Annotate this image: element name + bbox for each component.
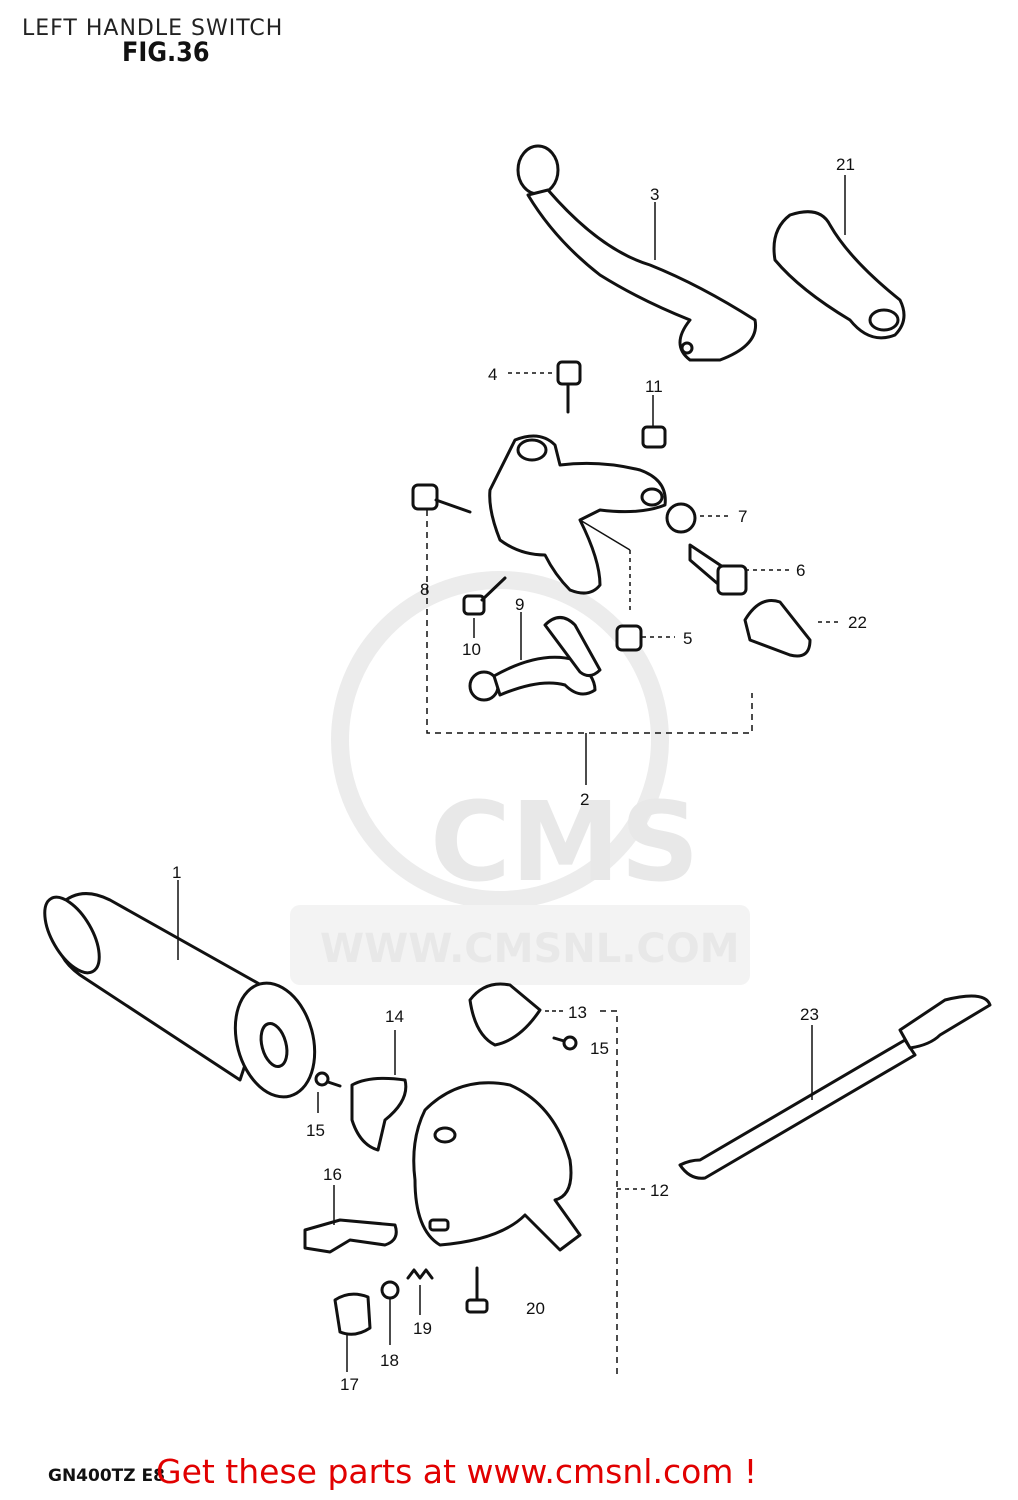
washer-7	[665, 502, 697, 534]
button-17	[333, 1292, 372, 1336]
callout-8: 8	[420, 580, 429, 599]
switch-housing	[412, 1081, 582, 1252]
callout-7: 7	[738, 507, 747, 526]
callout-23: 23	[800, 1005, 819, 1024]
callout-16: 16	[323, 1165, 342, 1184]
switch-knob-14	[350, 1076, 408, 1152]
clutch-lever	[516, 144, 758, 362]
hand-grip	[43, 892, 317, 1099]
callout-21: 21	[836, 155, 855, 174]
cable-tie	[678, 994, 992, 1180]
callout-15-right: 15	[590, 1039, 609, 1058]
callout-2: 2	[580, 790, 589, 809]
bolt-8	[411, 483, 472, 514]
callout-5: 5	[683, 629, 692, 648]
switch-knob-13	[468, 982, 542, 1047]
choke-lever	[468, 616, 602, 702]
callout-17: 17	[340, 1375, 359, 1394]
bolt-6	[688, 543, 748, 596]
callout-12: 12	[650, 1181, 669, 1200]
nut-11	[641, 425, 667, 449]
lever-cover	[772, 210, 906, 340]
screw-15-right	[552, 1035, 578, 1051]
callout-6: 6	[796, 561, 805, 580]
screw-20	[465, 1266, 489, 1314]
lever-bracket	[488, 434, 667, 595]
callout-22: 22	[848, 613, 867, 632]
callout-numbers: 3 21 4 11 7 6 22 5 8 9 10 2 1 14 13 15 1…	[172, 155, 867, 1394]
callout-11: 11	[645, 377, 663, 396]
watermark-url: WWW.CMSNL.COM	[320, 926, 740, 972]
model-code: GN400TZ E8	[48, 1466, 165, 1486]
promo-link[interactable]: Get these parts at www.cmsnl.com !	[156, 1452, 758, 1491]
cap-22	[743, 599, 812, 658]
callout-4: 4	[488, 365, 497, 384]
watermark: CMS WWW.CMSNL.COM	[290, 571, 750, 985]
leader-lines	[177, 175, 846, 1375]
spring-19	[406, 1268, 434, 1280]
connector-16	[303, 1218, 398, 1254]
callout-20: 20	[526, 1299, 545, 1318]
page-title: LEFT HANDLE SWITCH	[22, 16, 284, 41]
callout-10: 10	[462, 640, 481, 659]
screw-10	[462, 576, 507, 616]
figure-number: FIG.36	[122, 36, 210, 68]
callout-19: 19	[413, 1319, 432, 1338]
callout-13: 13	[568, 1003, 587, 1022]
callout-18: 18	[380, 1351, 399, 1370]
ball-18	[380, 1280, 400, 1300]
pivot-bolt	[556, 360, 582, 414]
callout-3: 3	[650, 185, 659, 204]
callout-9: 9	[515, 595, 524, 614]
nut-5	[615, 624, 643, 652]
watermark-brand: CMS	[430, 778, 699, 906]
callout-14: 14	[385, 1007, 404, 1026]
callout-1: 1	[172, 863, 181, 882]
callout-15-left: 15	[306, 1121, 325, 1140]
screw-15-left	[314, 1071, 342, 1088]
